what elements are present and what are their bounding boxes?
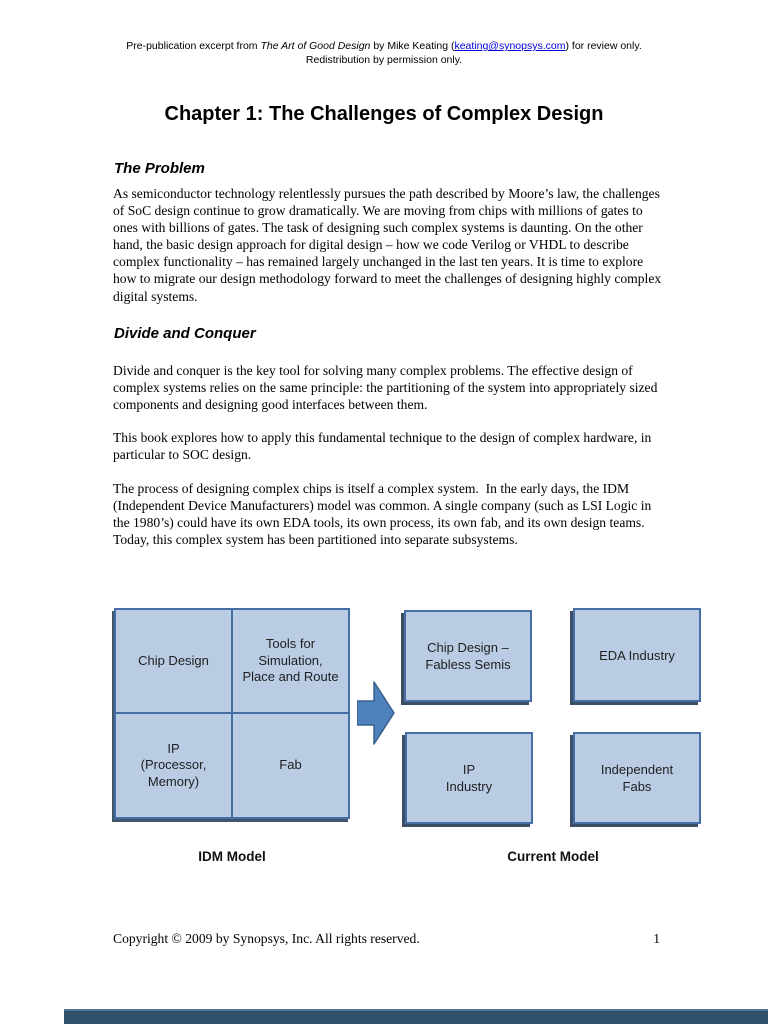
chapter-title: Chapter 1: The Challenges of Complex Des… <box>164 103 604 125</box>
next-page-edge <box>64 1009 768 1024</box>
notice-line1: Pre-publication excerpt from The Art of … <box>0 39 768 53</box>
idm-model-grid: Chip Design Tools for Simulation, Place … <box>114 608 350 819</box>
email-link[interactable]: keating@synopsys.com <box>454 40 566 52</box>
current-box-ip-industry: IP Industry <box>405 732 533 824</box>
paragraph: As semiconductor technology relentlessly… <box>113 186 665 304</box>
copyright-text: Copyright © 2009 by Synopsys, Inc. All r… <box>113 931 420 946</box>
paragraph: This book explores how to apply this fun… <box>113 430 655 463</box>
page-number: 1 <box>653 931 660 946</box>
notice-suffix: ) for review only. <box>565 40 642 52</box>
right-block-arrow-icon <box>356 681 395 745</box>
current-box-fabless-semis: Chip Design – Fabless Semis <box>404 610 532 702</box>
paragraph: The process of designing complex chips i… <box>113 481 655 548</box>
idm-cell-ip: IP (Processor, Memory) <box>116 713 233 817</box>
idm-cell-chip-design: Chip Design <box>116 610 233 714</box>
section-heading-divide-and-conquer: Divide and Conquer <box>114 325 256 342</box>
book-title: The Art of Good Design <box>260 40 371 52</box>
notice-mid: by Mike Keating ( <box>370 40 455 52</box>
current-box-independent-fabs: Independent Fabs <box>573 732 701 824</box>
idm-cell-tools: Tools for Simulation, Place and Route <box>233 610 348 714</box>
paragraph: Divide and conquer is the key tool for s… <box>113 363 661 413</box>
prepublication-notice: Pre-publication excerpt from The Art of … <box>0 39 768 67</box>
section-heading-the-problem: The Problem <box>114 160 205 177</box>
page-footer: Copyright © 2009 by Synopsys, Inc. All r… <box>113 931 660 947</box>
notice-prefix: Pre-publication excerpt from <box>126 40 261 52</box>
idm-cell-fab: Fab <box>279 757 302 772</box>
idm-model-caption: IDM Model <box>198 849 266 864</box>
notice-line2: Redistribution by permission only. <box>305 54 463 66</box>
current-model-caption: Current Model <box>507 849 599 864</box>
current-box-eda-industry: EDA Industry <box>573 608 701 702</box>
